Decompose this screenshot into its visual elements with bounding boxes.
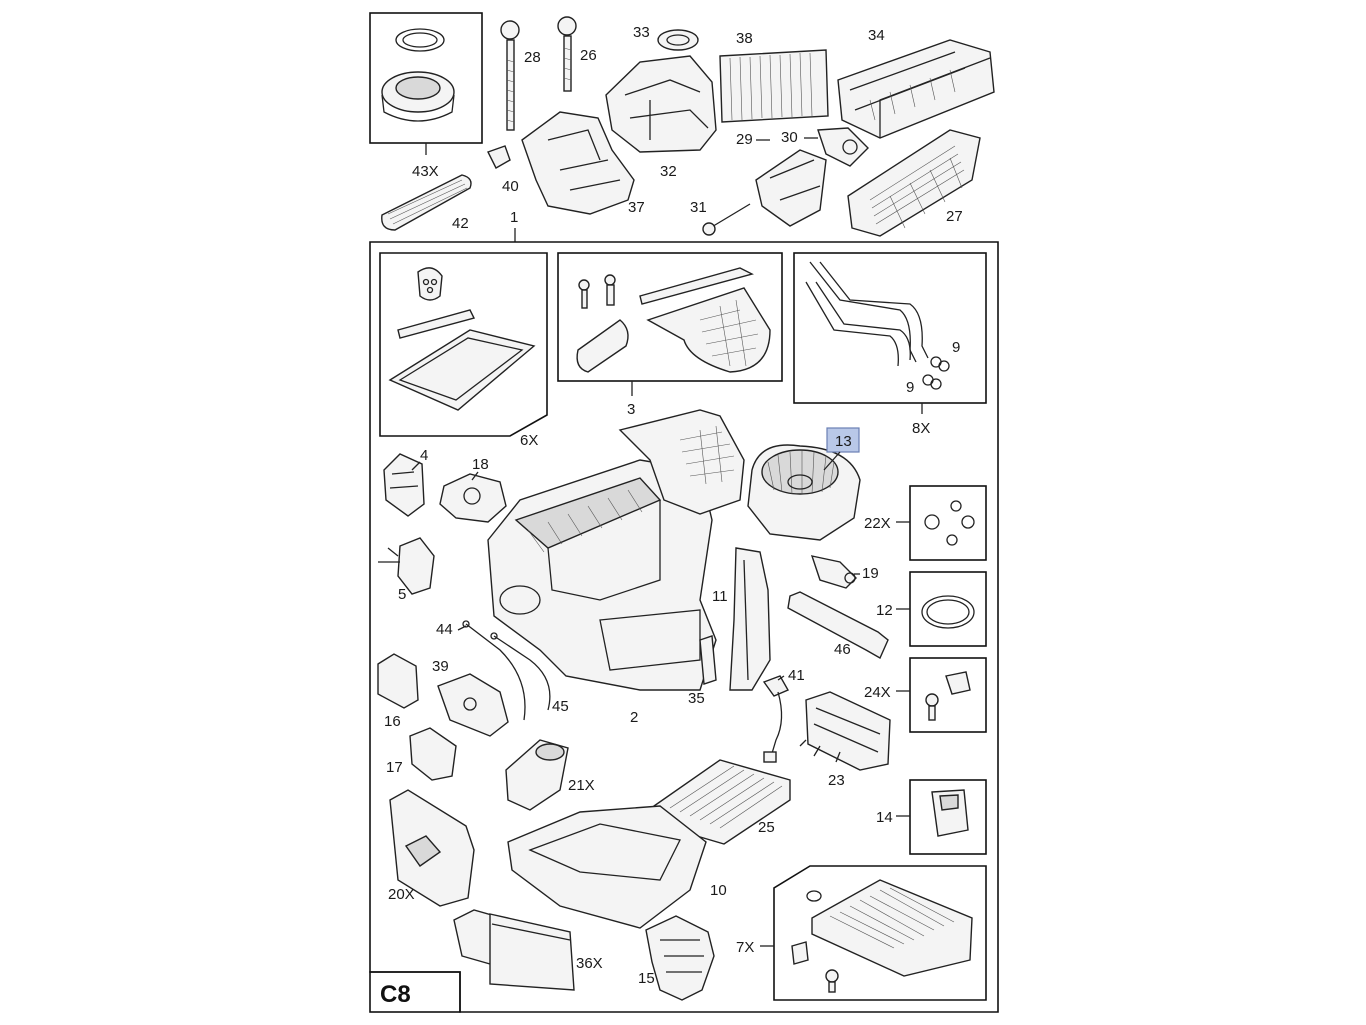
- label-8X: 8X: [912, 420, 930, 437]
- part-42-grille[interactable]: [381, 174, 472, 231]
- part-19-sensor[interactable]: [810, 555, 857, 589]
- part-2-hvac-housing[interactable]: [487, 459, 717, 691]
- label-33: 33: [633, 24, 650, 41]
- label-2: 2: [630, 709, 638, 726]
- part-29-pipe-fitting[interactable]: [755, 149, 827, 227]
- label-36X: 36X: [576, 955, 603, 972]
- label-46: 46: [834, 641, 851, 658]
- label-30: 30: [781, 129, 798, 146]
- part-7X-inset[interactable]: [773, 865, 987, 1001]
- part-40-clip[interactable]: [487, 145, 511, 169]
- part-4-actuator[interactable]: [383, 453, 425, 517]
- label-14: 14: [876, 809, 893, 826]
- label-13: 13: [835, 433, 852, 450]
- part-12-inset[interactable]: [909, 571, 987, 647]
- label-37: 37: [628, 199, 645, 216]
- part-45-cable[interactable]: [490, 632, 551, 711]
- label-4: 4: [420, 447, 428, 464]
- part-22X-inset[interactable]: [909, 485, 987, 561]
- label-11: 11: [712, 588, 728, 605]
- part-26-screw[interactable]: [557, 16, 577, 92]
- part-10-lower-housing[interactable]: [507, 805, 707, 929]
- label-34: 34: [868, 27, 885, 44]
- part-37-duct[interactable]: [521, 111, 635, 215]
- part-32-housing[interactable]: [605, 55, 717, 153]
- label-16: 16: [384, 713, 401, 730]
- label-1: 1: [510, 209, 518, 226]
- part-35-seal[interactable]: [699, 635, 717, 685]
- label-3: 3: [627, 401, 635, 418]
- label-24X: 24X: [864, 684, 891, 701]
- part-11-bracket[interactable]: [729, 547, 771, 691]
- part-16-actuator[interactable]: [377, 653, 419, 709]
- label-20X: 20X: [388, 886, 415, 903]
- label-23: 23: [828, 772, 845, 789]
- label-38: 38: [736, 30, 753, 47]
- part-38-filter[interactable]: [719, 49, 829, 123]
- part-20X-cover[interactable]: [389, 789, 475, 907]
- label-44: 44: [436, 621, 453, 638]
- part-39-bracket[interactable]: [437, 673, 509, 737]
- label-32: 32: [660, 163, 677, 180]
- part-36X-evaporator[interactable]: [453, 909, 575, 991]
- label-17: 17: [386, 759, 403, 776]
- part-6X-inset[interactable]: [379, 252, 548, 437]
- label-28: 28: [524, 49, 541, 66]
- part-5-actuator[interactable]: [378, 537, 435, 595]
- part-13-blower-motor[interactable]: [747, 444, 861, 541]
- label-22X: 22X: [864, 515, 891, 532]
- part-30-gasket[interactable]: [817, 127, 869, 167]
- label-45: 45: [552, 698, 569, 715]
- label-42: 42: [452, 215, 469, 232]
- part-27-grille-panel[interactable]: [847, 129, 981, 237]
- part-24X-inset[interactable]: [909, 657, 987, 733]
- label-15: 15: [638, 970, 655, 987]
- part-14-inset[interactable]: [909, 779, 987, 855]
- label-18: 18: [472, 456, 489, 473]
- label-21X: 21X: [568, 777, 595, 794]
- label-19: 19: [862, 565, 879, 582]
- part-41-wire-harness[interactable]: [762, 675, 789, 763]
- label-9b: 9: [906, 379, 914, 396]
- part-3-inset[interactable]: [557, 252, 783, 382]
- part-8X-inset[interactable]: [793, 252, 987, 404]
- part-44-cable[interactable]: [462, 620, 526, 721]
- label-35: 35: [688, 690, 705, 707]
- part-46-sensor-rod[interactable]: [787, 591, 889, 659]
- label-41: 41: [788, 667, 805, 684]
- part-28-screw[interactable]: [500, 20, 520, 131]
- label-7X: 7X: [736, 939, 754, 956]
- label-12: 12: [876, 602, 893, 619]
- part-18-actuator[interactable]: [439, 473, 507, 523]
- sheet-code: C8: [380, 981, 411, 1008]
- label-26: 26: [580, 47, 597, 64]
- sheet-code-box: [369, 971, 461, 1013]
- label-43X: 43X: [412, 163, 439, 180]
- part-34-vent-housing[interactable]: [837, 39, 995, 139]
- part-43X-inset[interactable]: [369, 12, 483, 155]
- label-5: 5: [398, 586, 406, 603]
- label-31: 31: [690, 199, 707, 216]
- label-9a: 9: [952, 339, 960, 356]
- part-31-bolt[interactable]: [702, 203, 751, 236]
- part-15-resistor[interactable]: [645, 915, 715, 1001]
- part-23-module[interactable]: [799, 691, 891, 771]
- label-27: 27: [946, 208, 963, 225]
- part-33-ring[interactable]: [657, 29, 699, 51]
- label-29: 29: [736, 131, 753, 148]
- label-39: 39: [432, 658, 449, 675]
- highlight-13[interactable]: [826, 427, 860, 453]
- label-6X: 6X: [520, 432, 538, 449]
- part-3-blower-housing[interactable]: [618, 409, 745, 515]
- part-17-actuator[interactable]: [409, 727, 457, 781]
- label-10: 10: [710, 882, 727, 899]
- label-40: 40: [502, 178, 519, 195]
- label-25: 25: [758, 819, 775, 836]
- part-21X-controller[interactable]: [505, 739, 569, 811]
